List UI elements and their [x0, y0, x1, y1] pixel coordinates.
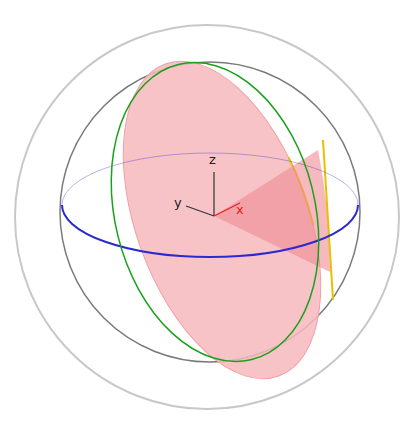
- y-axis: [186, 206, 214, 216]
- outer-ring: [15, 25, 399, 409]
- z-ring: [62, 205, 358, 257]
- x-axis-label: x: [236, 203, 244, 216]
- z-axis-label: z: [209, 153, 216, 166]
- y-axis-label: y: [174, 196, 182, 209]
- z-axis: [213, 172, 214, 216]
- rotation-wedge: [214, 150, 330, 272]
- tangent-line: [323, 140, 333, 300]
- x-ring: [81, 40, 349, 383]
